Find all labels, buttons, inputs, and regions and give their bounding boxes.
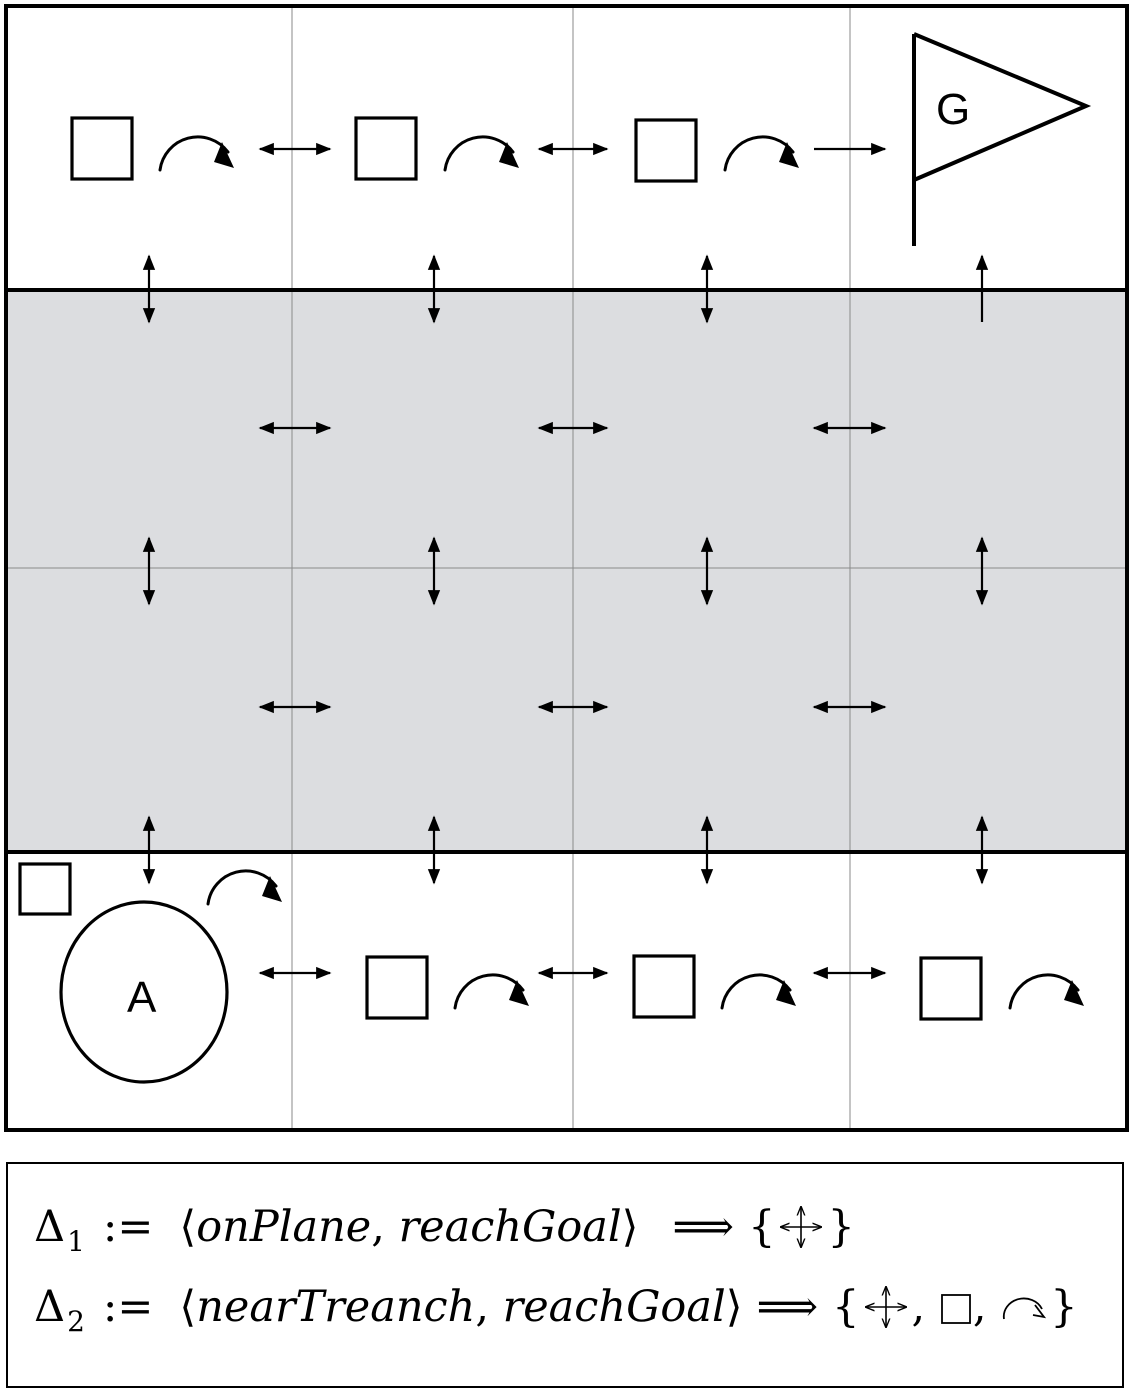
rule-index: 2 <box>67 1304 85 1338</box>
set-close-brace: } <box>827 1202 855 1252</box>
box-icon <box>940 1294 971 1324</box>
rule-index: 1 <box>67 1224 85 1258</box>
set-close-brace: } <box>1050 1282 1078 1332</box>
box-icon <box>18 862 72 916</box>
rule-open-angle: ⟨ <box>179 1282 197 1332</box>
box-icon <box>632 954 696 1019</box>
rule-context: onPlane <box>196 1202 372 1252</box>
grid-lines <box>6 6 1127 1130</box>
rule-implies: ⟹ <box>756 1282 819 1332</box>
rule-close-angle: ⟩ <box>621 1202 639 1252</box>
rotate-icon <box>206 869 282 906</box>
rule-assign: := <box>102 1202 154 1252</box>
trench-band <box>6 290 1127 852</box>
box-icon <box>354 116 418 181</box>
rule-delta: Δ <box>34 1282 66 1332</box>
goal-label: G <box>936 85 970 134</box>
grid-frame <box>4 4 1129 1132</box>
move-arrows-icon <box>775 1203 827 1251</box>
rule-goal: reachGoal <box>502 1282 726 1332</box>
rotate-icon <box>453 973 529 1010</box>
box-icon <box>365 955 429 1020</box>
box-icon <box>919 956 983 1021</box>
rotate-icon <box>1003 1297 1047 1320</box>
goal-flag-icon: G <box>912 32 1092 246</box>
rotate-icon <box>1008 973 1084 1010</box>
rule-close-angle: ⟩ <box>725 1282 743 1332</box>
set-open-brace: { <box>832 1282 860 1332</box>
move-arrows-icon <box>860 1283 912 1331</box>
agent-label: A <box>127 973 157 1022</box>
rule-assign: := <box>102 1282 154 1332</box>
rule-context: nearTreanch <box>196 1282 476 1332</box>
grid-world-diagram: G A <box>4 4 1129 1132</box>
rule-delta: Δ <box>34 1202 66 1252</box>
box-icon <box>70 116 134 181</box>
rule-implies: ⟹ <box>672 1202 735 1252</box>
rule-open-angle: ⟨ <box>179 1202 197 1252</box>
box-icon <box>634 118 698 183</box>
rotate-icon <box>720 973 796 1010</box>
rotate-icon <box>158 135 234 172</box>
rotate-icon <box>443 135 519 172</box>
rotate-icon <box>723 135 799 172</box>
agent-circle-icon: A <box>59 900 229 1084</box>
set-open-brace: { <box>748 1202 776 1252</box>
rule-goal: reachGoal <box>398 1202 622 1252</box>
